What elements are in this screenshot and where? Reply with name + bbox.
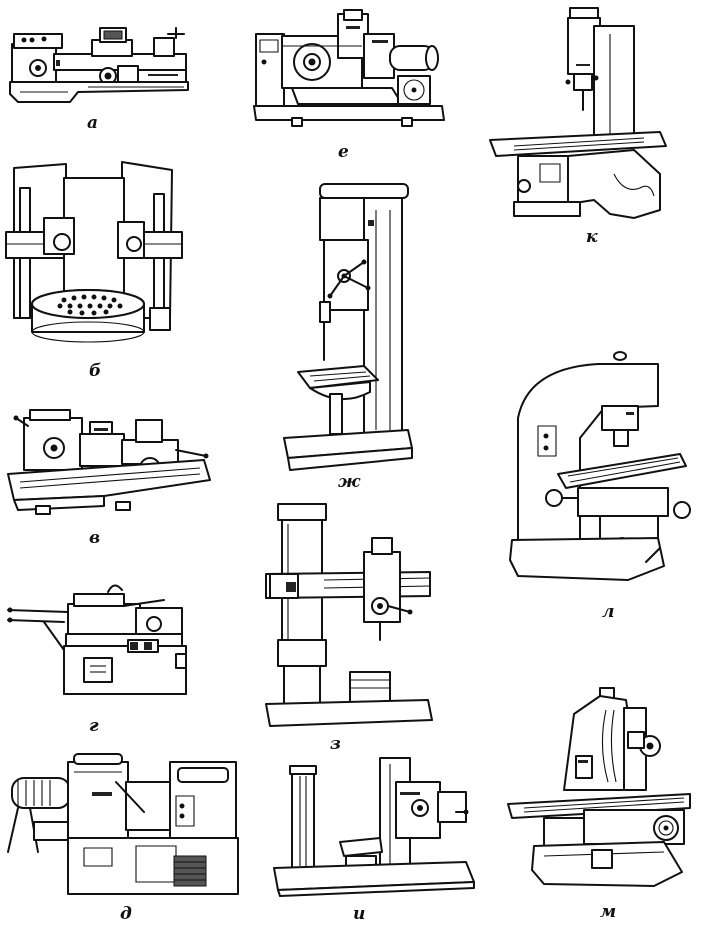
label-v: в bbox=[89, 528, 101, 548]
label-i: и bbox=[353, 904, 366, 924]
label-m: м bbox=[600, 902, 617, 922]
label-b: б bbox=[89, 361, 102, 381]
machine-m-universal-milling bbox=[504, 686, 692, 896]
label-k: к bbox=[586, 227, 598, 247]
machine-a-lathe bbox=[8, 20, 192, 112]
machine-b-vertical-lathe bbox=[4, 158, 184, 354]
machine-v-turret-lathe bbox=[4, 398, 212, 522]
label-d: д bbox=[120, 904, 132, 924]
label-zh: ж bbox=[338, 472, 361, 492]
machine-i-horizontal-boring bbox=[270, 752, 478, 900]
machine-l-console-milling bbox=[508, 348, 688, 584]
machine-e-horizontal-machine bbox=[252, 6, 447, 134]
machine-z-radial-drill bbox=[264, 500, 440, 732]
label-e: е bbox=[338, 142, 349, 162]
label-g: г bbox=[89, 716, 99, 736]
label-z: з bbox=[330, 734, 341, 754]
label-l: л bbox=[602, 602, 615, 622]
label-a: а bbox=[87, 113, 99, 133]
machine-k-vertical-milling bbox=[484, 4, 674, 222]
machine-zh-vertical-drill bbox=[280, 180, 420, 476]
machine-d-heavy-lathe bbox=[4, 752, 242, 900]
machine-g-automatic-lathe bbox=[4, 580, 192, 702]
